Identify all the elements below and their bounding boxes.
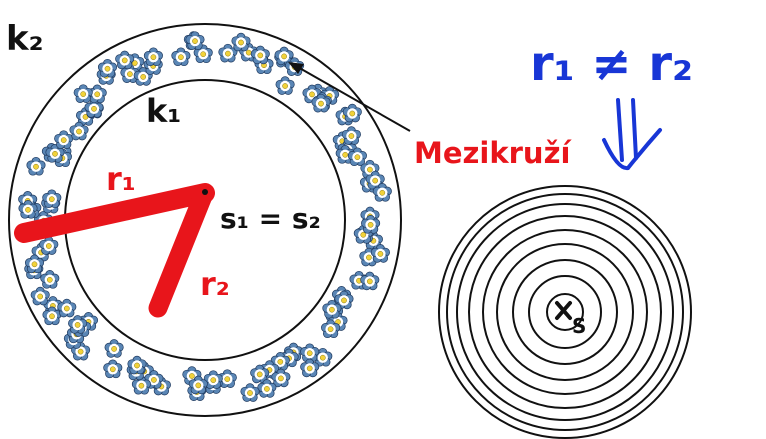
concentric-circle <box>482 229 648 395</box>
radius-r1-stroke <box>14 183 215 243</box>
flower-icon <box>42 189 62 209</box>
flower-icon <box>127 355 147 375</box>
flower-icon <box>54 130 74 150</box>
annulus-label: Mezikruží <box>414 136 572 170</box>
inner-circle-label: k₁ <box>146 92 181 130</box>
flower-icon <box>104 339 124 358</box>
flower-icon <box>69 121 89 141</box>
flower-icon <box>40 269 60 289</box>
flower-icon <box>240 383 260 402</box>
concentric-circle <box>456 203 674 421</box>
center-point <box>202 189 208 195</box>
concentric-circle <box>438 185 692 439</box>
flower-icon <box>341 126 362 145</box>
flower-icon <box>342 103 362 123</box>
concentric-center-label: S <box>572 314 586 338</box>
flower-icon <box>231 32 251 52</box>
flower-icon <box>185 31 205 51</box>
outer-circle-k2 <box>8 23 402 417</box>
center-label: s₁ = s₂ <box>220 202 321 235</box>
outer-circle-label: k₂ <box>6 19 44 59</box>
flower-icon <box>115 50 135 70</box>
flower-icon <box>103 359 123 379</box>
concentric-circle <box>446 193 684 431</box>
concentric-circle <box>546 293 584 331</box>
flower-icon <box>171 47 191 67</box>
concentric-center-mark <box>555 301 572 320</box>
flower-icon <box>30 286 50 306</box>
concentric-circles <box>438 185 692 439</box>
flower-icon <box>143 47 164 67</box>
flower-icon <box>275 76 295 95</box>
concentric-circle <box>512 259 618 365</box>
radius2-label: r₂ <box>200 265 230 303</box>
flower-icon <box>26 156 46 176</box>
flower-icon <box>39 236 59 255</box>
flower-icon <box>73 84 93 104</box>
implies-arrow <box>602 98 662 171</box>
flower-icon <box>97 58 118 78</box>
radius-r2-stroke <box>148 186 213 318</box>
radius1-label: r₁ <box>106 160 136 198</box>
concentric-circle <box>496 243 634 381</box>
annulus-pointer-arrow <box>288 62 411 132</box>
concentric-circle <box>468 215 662 409</box>
inequality-label: r₁ ≠ r₂ <box>530 36 693 92</box>
concentric-circle <box>528 275 602 349</box>
